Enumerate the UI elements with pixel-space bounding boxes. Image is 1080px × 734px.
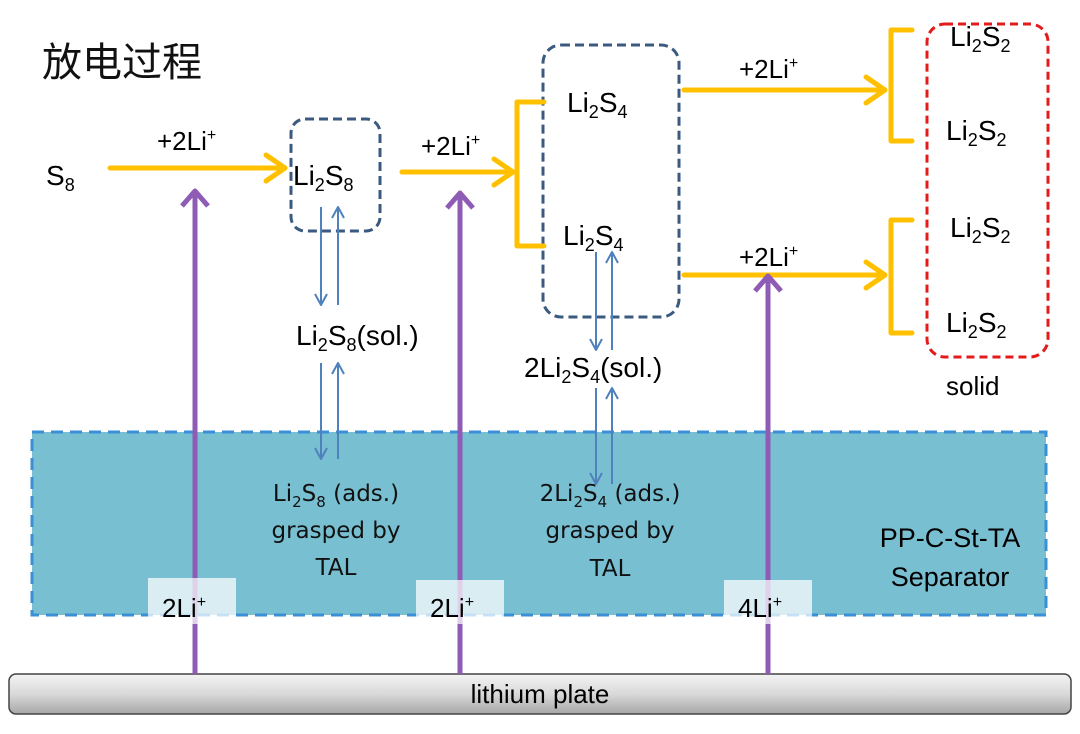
species-li2s8-sol: Li2S8(sol.) [296, 320, 419, 355]
reaction-label-4: +2Li+ [739, 242, 798, 272]
li2s8-box [289, 117, 382, 233]
li2s4-ads-line3: TAL [589, 556, 631, 582]
separator-label-line2: Separator [891, 562, 1010, 592]
equilibrium-arrows [314, 206, 619, 485]
species-li2s4-ads: 2Li2S4 (ads.) [540, 481, 681, 511]
species-li2s2-4: Li2S2 [946, 307, 1007, 342]
reaction-arrows [107, 27, 915, 336]
li2s4-ads-line2: grasped by [545, 518, 674, 544]
separator-label-line1: PP-C-St-TA [880, 523, 1021, 553]
arrowhead [263, 152, 288, 184]
ion-label-box-3 [724, 580, 812, 624]
reaction-label-2: +2Li+ [421, 131, 480, 161]
solid-label: solid [946, 371, 999, 401]
species-li2s2-2: Li2S2 [946, 115, 1007, 150]
species-li2s2-3: Li2S2 [950, 212, 1011, 247]
ion-flux-label-1: 2Li+ [162, 593, 206, 623]
lithium-plate [8, 673, 1072, 715]
diagram-title: 放电过程 [42, 40, 202, 86]
ion-flux-label-3: 4Li+ [738, 593, 782, 623]
species-li2s4-bottom: Li2S4 [563, 220, 624, 255]
ion-label-box-2 [416, 580, 504, 624]
species-li2s4-top: Li2S4 [567, 87, 628, 122]
species-li2s8: Li2S8 [293, 160, 354, 195]
ion-label-box-1 [148, 578, 236, 624]
reaction-label-1: +2Li+ [157, 126, 216, 156]
bracket-li2s4 [514, 99, 547, 249]
species-s8: S8 [46, 160, 75, 195]
solid-box [925, 22, 1050, 359]
arrowhead [863, 259, 888, 291]
reaction-label-3: +2Li+ [739, 54, 798, 84]
li2s8-ads-line3: TAL [315, 555, 357, 581]
arrowhead [863, 74, 888, 106]
lithium-plate-label: lithium plate [471, 679, 610, 709]
bracket-li2s2-bottom [888, 217, 915, 336]
species-li2s4-sol: 2Li2S4(sol.) [524, 352, 662, 387]
bracket-li2s2-top [888, 27, 915, 144]
li2s8-ads-line2: grasped by [271, 518, 400, 544]
ion-flux-label-2: 2Li+ [430, 593, 474, 623]
species-li2s2-1: Li2S2 [950, 21, 1011, 56]
arrowhead [491, 156, 516, 188]
species-li2s8-ads: Li2S8 (ads.) [273, 481, 399, 511]
